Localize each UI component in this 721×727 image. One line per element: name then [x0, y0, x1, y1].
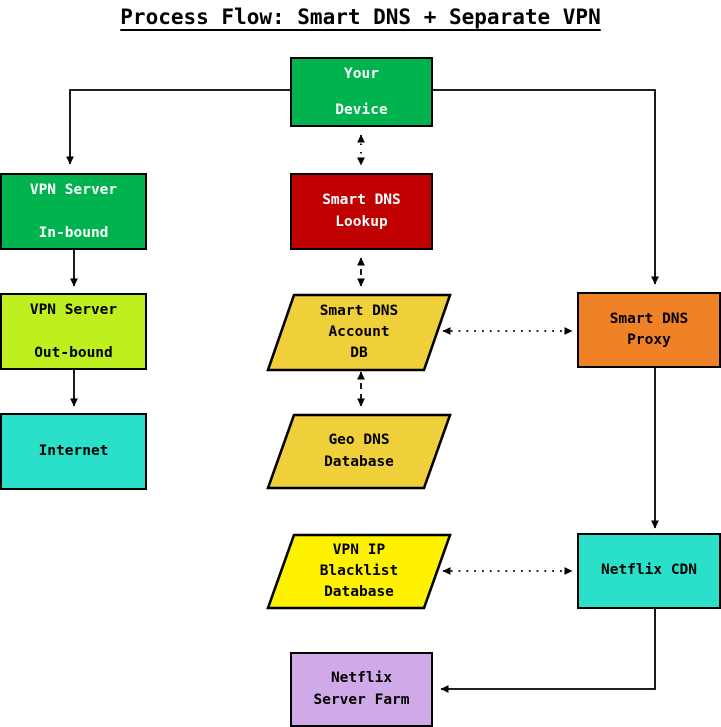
node-vpn-server-inbound[interactable]: VPN Server In-bound	[0, 173, 147, 250]
node-vpn-ip-blacklist-database-line-3: Database	[324, 584, 394, 600]
node-smart-dns-account-db-line-3: DB	[350, 345, 368, 361]
node-your-device-line-2: Device	[335, 102, 388, 118]
node-netflix-server-farm-line-1: Netflix	[330, 670, 393, 687]
edge-device-to-vpn-inbound	[66, 89, 290, 165]
node-vpn-server-inbound-line-2: In-bound	[38, 224, 109, 241]
edge-netflix-cdn-to-server-farm	[440, 609, 656, 693]
node-netflix-cdn-label: Netflix CDN	[600, 562, 698, 579]
node-internet[interactable]: Internet	[0, 413, 147, 490]
node-geo-dns-database[interactable]: Geo DNS Database	[266, 413, 452, 490]
node-smart-dns-lookup-line-2: Lookup	[335, 213, 388, 230]
parallelogram-shape-blacklist	[266, 533, 452, 610]
node-vpn-ip-blacklist-database-line-1: VPN IP	[332, 541, 386, 558]
node-your-device[interactable]: Your Device	[290, 57, 433, 127]
node-netflix-cdn[interactable]: Netflix CDN	[577, 533, 721, 609]
node-netflix-server-farm[interactable]: Netflix Server Farm	[290, 652, 433, 727]
page-title: Process Flow: Smart DNS + Separate VPN	[120, 5, 601, 29]
node-smart-dns-proxy[interactable]: Smart DNS Proxy	[577, 292, 721, 368]
node-smart-dns-account-db[interactable]: Smart DNS Account DB	[266, 293, 452, 372]
node-vpn-ip-blacklist-database[interactable]: VPN IP Blacklist Database	[266, 533, 452, 610]
node-vpn-server-outbound-line-2: Out-bound	[34, 344, 113, 361]
parallelogram-shape-geo-dns	[266, 413, 452, 490]
node-vpn-ip-blacklist-database-line-2: Blacklist	[319, 562, 399, 579]
edge-device-to-dns-proxy	[433, 89, 659, 285]
node-smart-dns-account-db-line-1: Smart DNS	[319, 302, 399, 319]
node-geo-dns-database-line-1: Geo DNS	[328, 432, 390, 449]
node-internet-label: Internet	[38, 442, 109, 459]
node-vpn-server-inbound-line-1: VPN Server	[29, 182, 118, 199]
parallelogram-shape-account-db	[266, 293, 452, 372]
node-your-device-line-1: Your	[344, 65, 379, 82]
node-vpn-server-outbound-line-1: VPN Server	[29, 302, 118, 319]
node-vpn-server-outbound[interactable]: VPN Server Out-bound	[0, 293, 147, 370]
node-smart-dns-lookup[interactable]: Smart DNS Lookup	[290, 173, 433, 250]
node-smart-dns-proxy-line-1: Smart DNS	[609, 310, 689, 327]
node-smart-dns-account-db-line-2: Account	[328, 323, 390, 340]
node-geo-dns-database-line-2: Database	[324, 453, 394, 470]
node-netflix-server-farm-line-2: Server Farm	[313, 691, 410, 708]
node-smart-dns-lookup-line-1: Smart DNS	[322, 192, 401, 209]
node-smart-dns-proxy-line-2: Proxy	[627, 332, 671, 348]
